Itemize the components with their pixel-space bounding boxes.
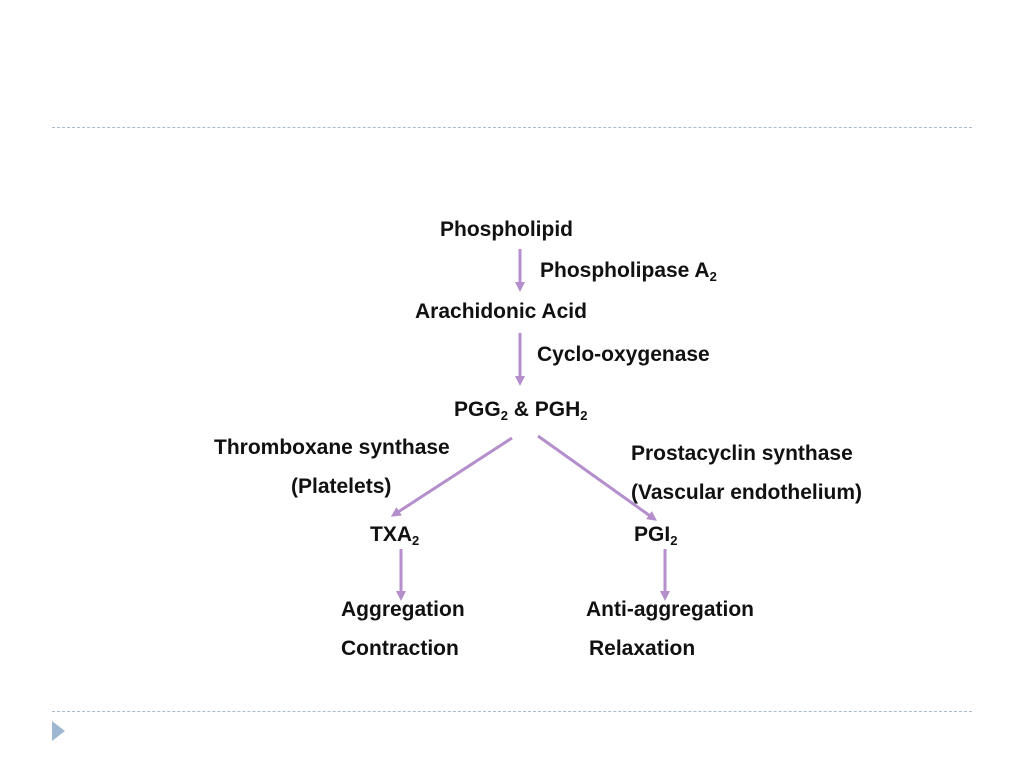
bottom-divider: [52, 711, 972, 712]
pgi-subscript: 2: [670, 533, 678, 548]
thromboxane-synthase-label: Thromboxane synthase: [214, 436, 450, 459]
prostacyclin-synthase-label: Prostacyclin synthase: [631, 442, 853, 465]
relaxation-label: Relaxation: [589, 637, 696, 660]
pgi-text: PGI: [634, 523, 671, 546]
arachidonic-acid-label: Arachidonic Acid: [415, 300, 587, 323]
phospholipase-label: Phospholipase A2: [540, 259, 717, 283]
platelets-label: (Platelets): [291, 475, 392, 498]
arrow-pgg-to-txa: [390, 436, 513, 517]
phospholipid-label: Phospholipid: [440, 218, 573, 241]
cyclooxygenase-label: Cyclo-oxygenase: [537, 343, 710, 366]
pgg-text: PGG: [454, 398, 501, 421]
pgg-subscript: 2: [500, 408, 508, 423]
phospholipase-text: Phospholipase A: [540, 259, 710, 282]
arrow-pgg-to-pgi: [537, 434, 658, 521]
slide-nav-triangle-icon[interactable]: [52, 721, 65, 741]
pgi2-label: PGI2: [634, 523, 677, 547]
anti-aggregation-label: Anti-aggregation: [586, 598, 754, 621]
top-divider: [52, 127, 972, 128]
txa-subscript: 2: [412, 533, 420, 548]
txa2-label: TXA2: [370, 523, 419, 547]
txa-text: TXA: [370, 523, 412, 546]
pgg-pgh-label: PGG2 & PGH2: [454, 398, 588, 422]
phospholipase-subscript: 2: [709, 269, 717, 284]
pgh-text: & PGH: [507, 398, 581, 421]
vascular-endothelium-label: (Vascular endothelium): [631, 481, 863, 504]
contraction-label: Contraction: [341, 637, 459, 660]
aggregation-label: Aggregation: [341, 598, 465, 621]
pgh-subscript: 2: [580, 408, 588, 423]
